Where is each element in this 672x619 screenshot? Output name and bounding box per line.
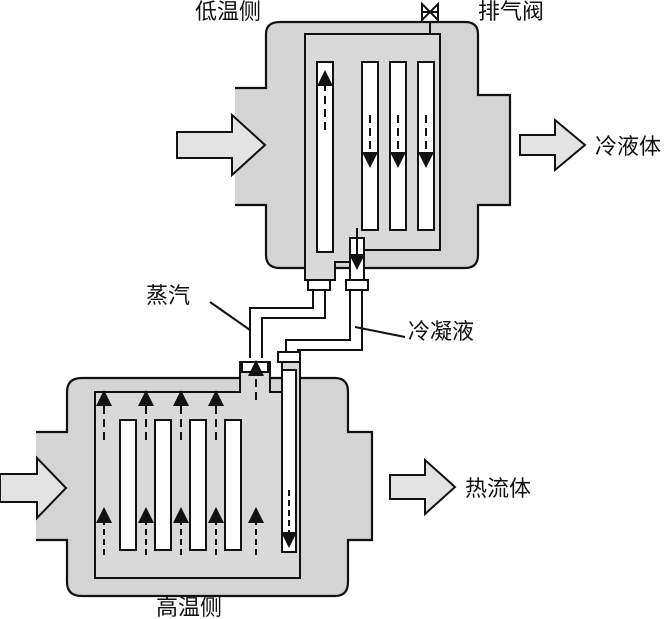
connecting-pipes [209,290,406,358]
cold-outlet-arrow [519,117,587,173]
cold-inlet-arrow [176,112,267,178]
low-temp-exchanger [235,20,512,291]
condensate-return-tube [281,369,297,553]
condensate-flange-top [345,279,369,291]
low-temp-side-label: 低温侧 [195,0,261,25]
vent-valve [421,1,439,34]
vent-valve-label: 排气阀 [478,0,544,25]
steam-flange-top [307,279,331,291]
condensate-flange-bottom [277,351,301,363]
evaporator-tube-2 [154,419,172,551]
vapor-riser-tube-top [316,61,334,253]
high-temp-side-label: 高温侧 [156,596,222,619]
hot-inlet-arrow [0,455,68,521]
hot-fluid-label: 热流体 [465,477,531,502]
hot-outlet-arrow [389,457,457,517]
condensate-label: 冷凝液 [408,320,474,345]
high-temp-exchanger [36,351,374,598]
evaporator-tube-1 [119,419,137,551]
evaporator-tube-4 [224,419,242,551]
cold-fluid-label: 冷液体 [595,135,661,160]
steam-label: 蒸汽 [146,284,190,309]
evaporator-tube-3 [189,419,207,551]
